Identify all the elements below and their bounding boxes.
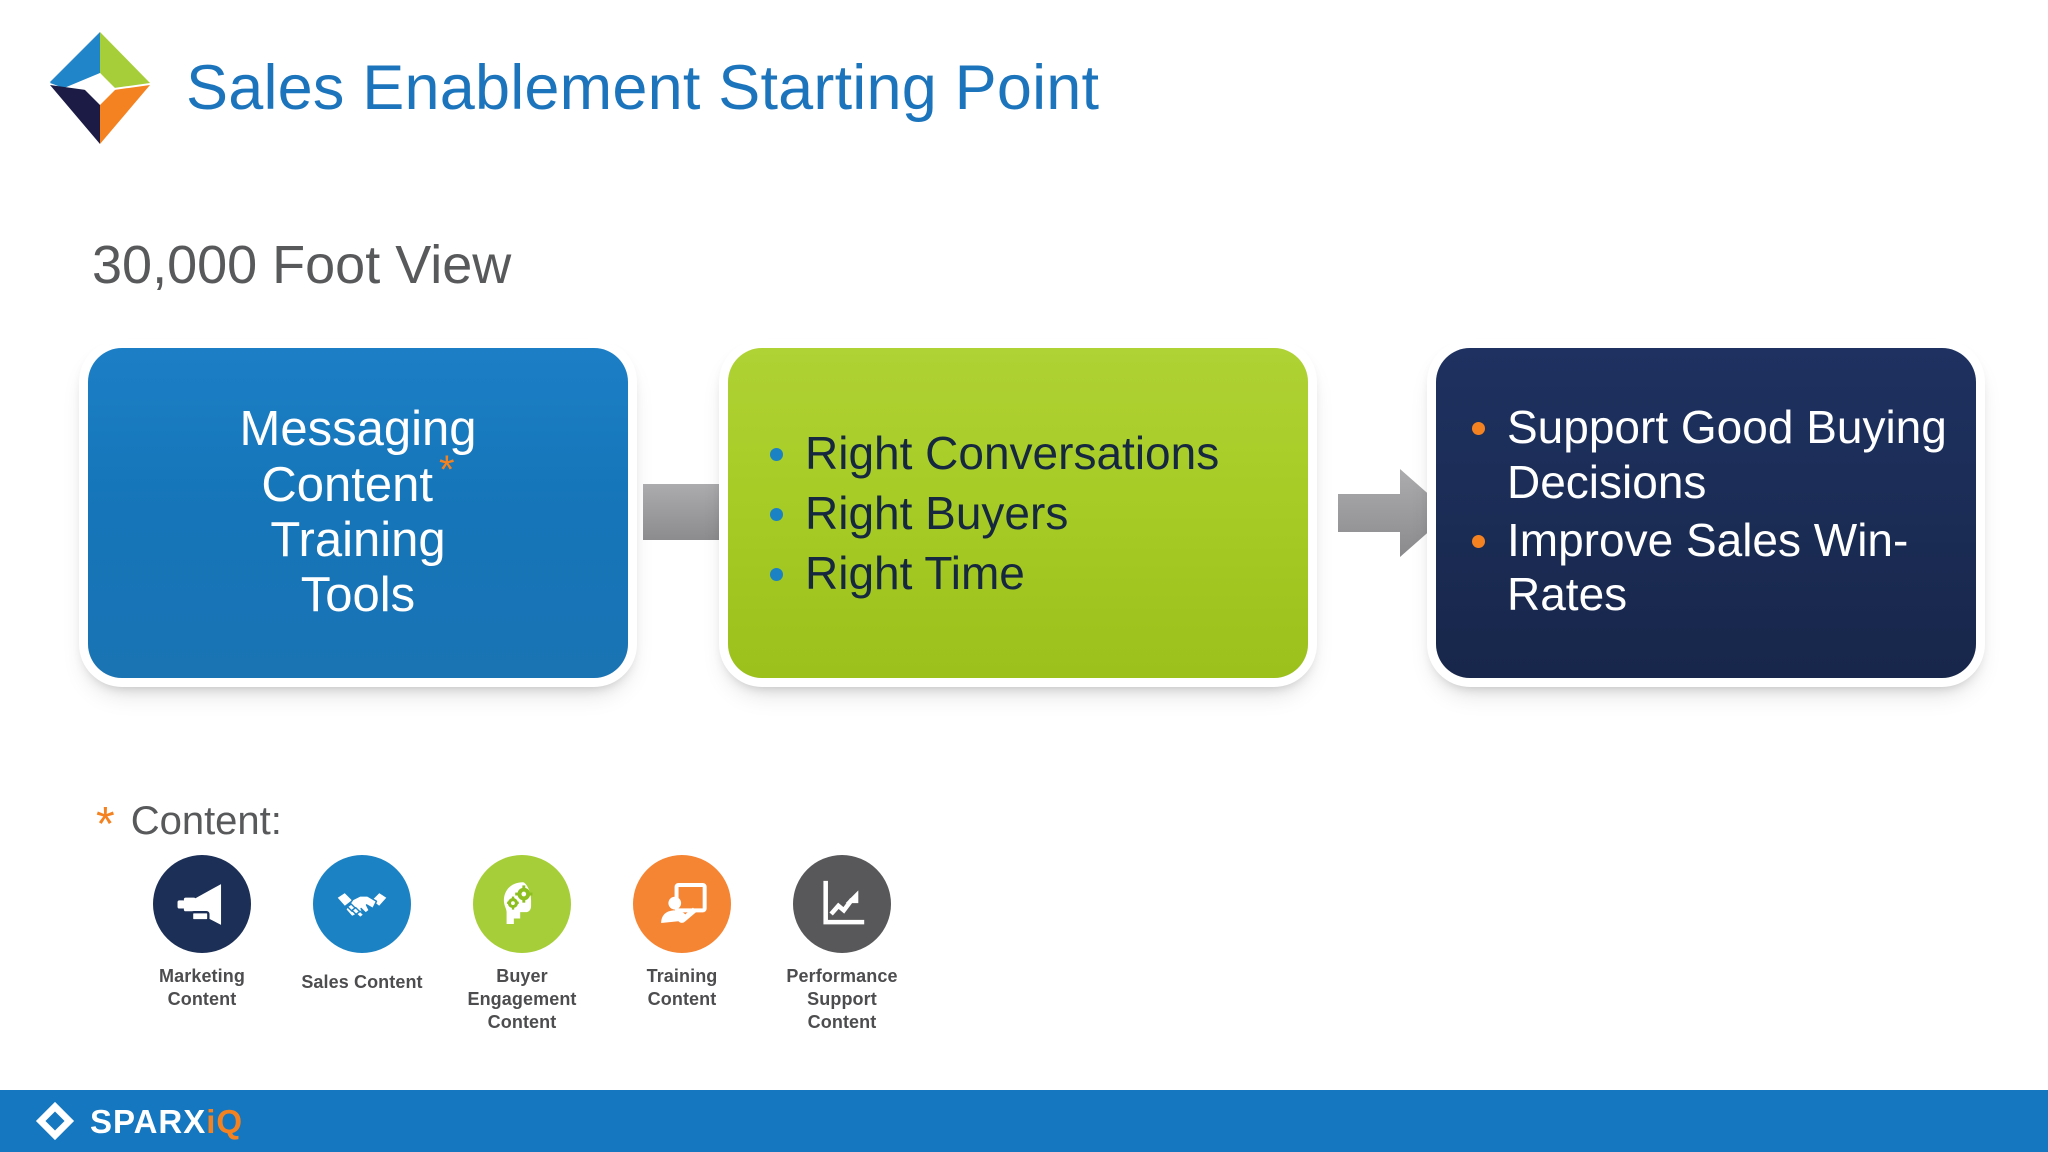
messaging-line-3: Tools bbox=[300, 568, 416, 623]
section-heading: 30,000 Foot View bbox=[92, 235, 512, 295]
bullet-dot-icon bbox=[770, 507, 783, 521]
bullet-text: Right Buyers bbox=[805, 486, 1069, 539]
flow-diagram: Messaging Content* Training Tools bbox=[88, 348, 1978, 678]
list-item: Right Time bbox=[770, 546, 1278, 600]
messaging-line-0: Messaging bbox=[239, 402, 477, 457]
content-icon-training[interactable]: Training Content bbox=[602, 855, 762, 1011]
footer-wordmark: SPARXiQ bbox=[90, 1105, 243, 1138]
list-item: Improve Sales Win-Rates bbox=[1472, 513, 1958, 622]
caption-line: Content bbox=[167, 989, 237, 1010]
icon-caption: Marketing Content bbox=[159, 965, 245, 1011]
messaging-line-2: Training bbox=[270, 513, 446, 567]
messaging-line-1-text: Content bbox=[261, 457, 434, 512]
bullet-dot-icon bbox=[770, 568, 783, 582]
footnote-label: Content: bbox=[130, 799, 282, 843]
footer-word-primary: SPARX bbox=[90, 1102, 207, 1140]
caption-line: Support bbox=[807, 989, 877, 1010]
slide-header: Sales Enablement Starting Point bbox=[48, 28, 1099, 148]
list-item: Right Buyers bbox=[770, 486, 1278, 540]
sparxiq-footer-diamond-icon bbox=[35, 1101, 75, 1141]
bullet-text: Support Good Buying Decisions bbox=[1507, 401, 1947, 508]
flow-box-right-things[interactable]: Right Conversations Right Buyers Right T… bbox=[728, 348, 1308, 678]
bullet-dot-icon bbox=[1472, 535, 1485, 548]
caption-line: Content bbox=[647, 989, 717, 1010]
icon-circle bbox=[313, 855, 411, 953]
icon-circle bbox=[153, 855, 251, 953]
messaging-line-1: Content* bbox=[106, 450, 610, 513]
list-item: Right Conversations bbox=[770, 426, 1278, 480]
content-icon-row: Marketing Content Sale bbox=[122, 855, 922, 1034]
trend-chart-icon bbox=[823, 880, 865, 925]
bullet-text: Right Time bbox=[805, 547, 1025, 600]
outcomes-list: Support Good Buying Decisions Improve Sa… bbox=[1436, 400, 1976, 625]
icon-caption: Performance Support Content bbox=[786, 965, 897, 1034]
caption-line: Content bbox=[807, 1012, 877, 1033]
list-item: Support Good Buying Decisions bbox=[1472, 400, 1958, 509]
footer-word-accent: iQ bbox=[206, 1102, 244, 1140]
icon-circle bbox=[793, 855, 891, 953]
footer-brand[interactable]: SPARXiQ bbox=[34, 1100, 243, 1142]
content-icon-marketing[interactable]: Marketing Content bbox=[122, 855, 282, 1011]
page-title: Sales Enablement Starting Point bbox=[186, 52, 1100, 123]
head-gears-icon bbox=[503, 882, 533, 924]
content-footnote: * Content: bbox=[96, 795, 282, 849]
flow-box-outcomes[interactable]: Support Good Buying Decisions Improve Sa… bbox=[1436, 348, 1976, 678]
right-things-list: Right Conversations Right Buyers Right T… bbox=[728, 426, 1308, 601]
caption-line: Buyer bbox=[496, 966, 548, 986]
flow-box-messaging[interactable]: Messaging Content* Training Tools bbox=[88, 348, 628, 678]
bullet-text: Right Conversations bbox=[805, 426, 1220, 479]
bullet-dot-icon bbox=[1472, 422, 1485, 436]
asterisk-icon: * bbox=[96, 798, 115, 851]
icon-circle bbox=[473, 855, 571, 953]
megaphone-icon bbox=[177, 884, 222, 925]
sparxiq-diamond-logo-icon bbox=[50, 32, 150, 144]
caption-line: Content bbox=[487, 1012, 557, 1033]
content-icon-buyer-engagement[interactable]: Buyer Engagement Content bbox=[442, 855, 602, 1034]
caption-line: Engagement bbox=[467, 989, 577, 1010]
icon-circle bbox=[633, 855, 731, 953]
bullet-text: Improve Sales Win-Rates bbox=[1507, 514, 1909, 621]
caption-line: Marketing bbox=[159, 966, 245, 986]
icon-caption: Sales Content bbox=[301, 971, 422, 994]
presenter-whiteboard-icon bbox=[661, 882, 707, 924]
caption-line: Sales Content bbox=[301, 972, 423, 992]
caption-line: Training bbox=[646, 966, 718, 986]
flow-connector-bar-icon bbox=[643, 484, 733, 540]
flow-connector-arrow-icon bbox=[1338, 469, 1450, 557]
slide-footer: SPARXiQ bbox=[0, 1090, 2048, 1152]
content-icon-sales[interactable]: Sales Content bbox=[282, 855, 442, 994]
content-asterisk-marker: * bbox=[439, 448, 455, 493]
content-icon-performance-support[interactable]: Performance Support Content bbox=[762, 855, 922, 1034]
icon-caption: Training Content bbox=[647, 965, 718, 1011]
caption-line: Performance bbox=[786, 966, 898, 986]
icon-caption: Buyer Engagement Content bbox=[467, 965, 576, 1034]
bullet-dot-icon bbox=[770, 447, 783, 461]
messaging-list: Messaging Content* Training Tools bbox=[88, 402, 628, 623]
handshake-icon bbox=[335, 891, 389, 919]
